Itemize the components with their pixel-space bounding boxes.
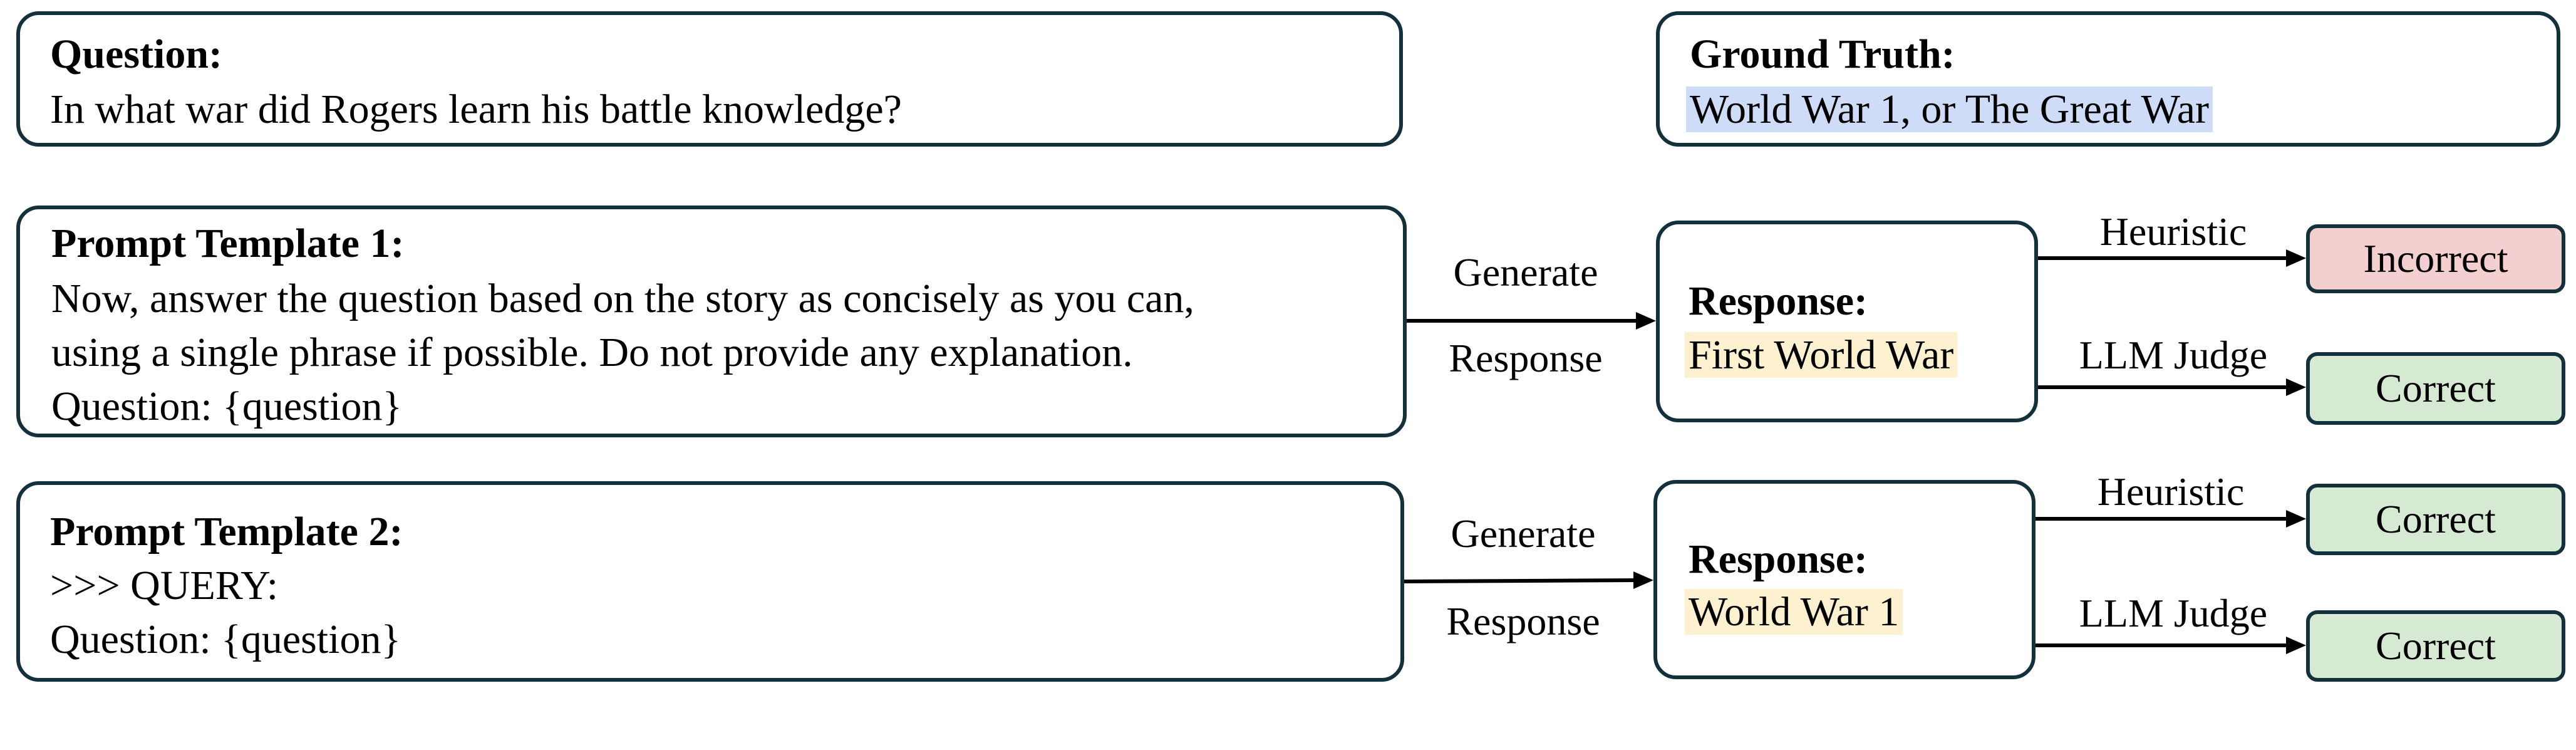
heuristic-arrowhead-1 [2286, 249, 2306, 267]
prompt-template-2-line: >>> QUERY: [50, 563, 279, 608]
question-box: Question: In what war did Rogers learn h… [16, 11, 1403, 147]
prompt-template-1-line: using a single phrase if possible. Do no… [51, 330, 1133, 375]
llm-judge-label-2: LLM Judge [2079, 591, 2268, 635]
result-1-heuristic: Incorrect [2306, 224, 2565, 293]
result-1-llm-judge: Correct [2306, 352, 2565, 425]
prompt-template-2-heading: Prompt Template 2: [50, 509, 403, 555]
ground-truth-text: World War 1, or The Great War [1686, 83, 2213, 137]
response-label-1: Response [1449, 336, 1603, 380]
llm-judge-arrowhead-2 [2286, 637, 2306, 654]
question-text: In what war did Rogers learn his battle … [50, 86, 902, 132]
llm-judge-label-1: LLM Judge [2079, 333, 2268, 377]
heuristic-label-1: Heuristic [2099, 209, 2247, 254]
prompt-template-1-heading: Prompt Template 1: [51, 221, 405, 266]
response-1-box: Response: First World War [1656, 221, 2038, 422]
prompt-template-2-line: Question: {question} [50, 617, 401, 662]
result-2-heuristic: Correct [2306, 484, 2565, 555]
ground-truth-highlight: World War 1, or The Great War [1686, 86, 2213, 132]
generate-label-2: Generate [1451, 511, 1596, 556]
response-2-heading: Response: [1689, 536, 1868, 582]
response-2-text: World War 1 [1685, 585, 1903, 639]
response-2-highlight: World War 1 [1685, 589, 1903, 635]
response-1-text: First World War [1685, 328, 1958, 382]
llm-judge-arrowhead-1 [2286, 378, 2306, 396]
generate-label-1: Generate [1453, 250, 1598, 294]
response-1-heading: Response: [1689, 278, 1868, 324]
prompt-template-1-line: Now, answer the question based on the st… [51, 276, 1194, 321]
response-1-highlight: First World War [1685, 332, 1958, 378]
generate-arrow-2 [1404, 578, 1640, 583]
result-2-llm-judge: Correct [2306, 610, 2565, 682]
response-2-box: Response: World War 1 [1653, 480, 2035, 679]
prompt-template-1-box: Prompt Template 1: Now, answer the quest… [16, 206, 1407, 437]
response-label-2: Response [1446, 599, 1600, 643]
generate-arrowhead-2 [1633, 571, 1653, 589]
ground-truth-box: Ground Truth: World War 1, or The Great … [1656, 11, 2560, 147]
heuristic-arrowhead-2 [2286, 510, 2306, 528]
heuristic-label-2: Heuristic [2097, 469, 2245, 514]
prompt-template-1-line: Question: {question} [51, 383, 403, 429]
prompt-template-2-box: Prompt Template 2: >>> QUERY: Question: … [16, 481, 1404, 682]
question-heading: Question: [50, 31, 223, 77]
ground-truth-heading: Ground Truth: [1690, 31, 1955, 77]
generate-arrowhead-1 [1636, 312, 1656, 330]
